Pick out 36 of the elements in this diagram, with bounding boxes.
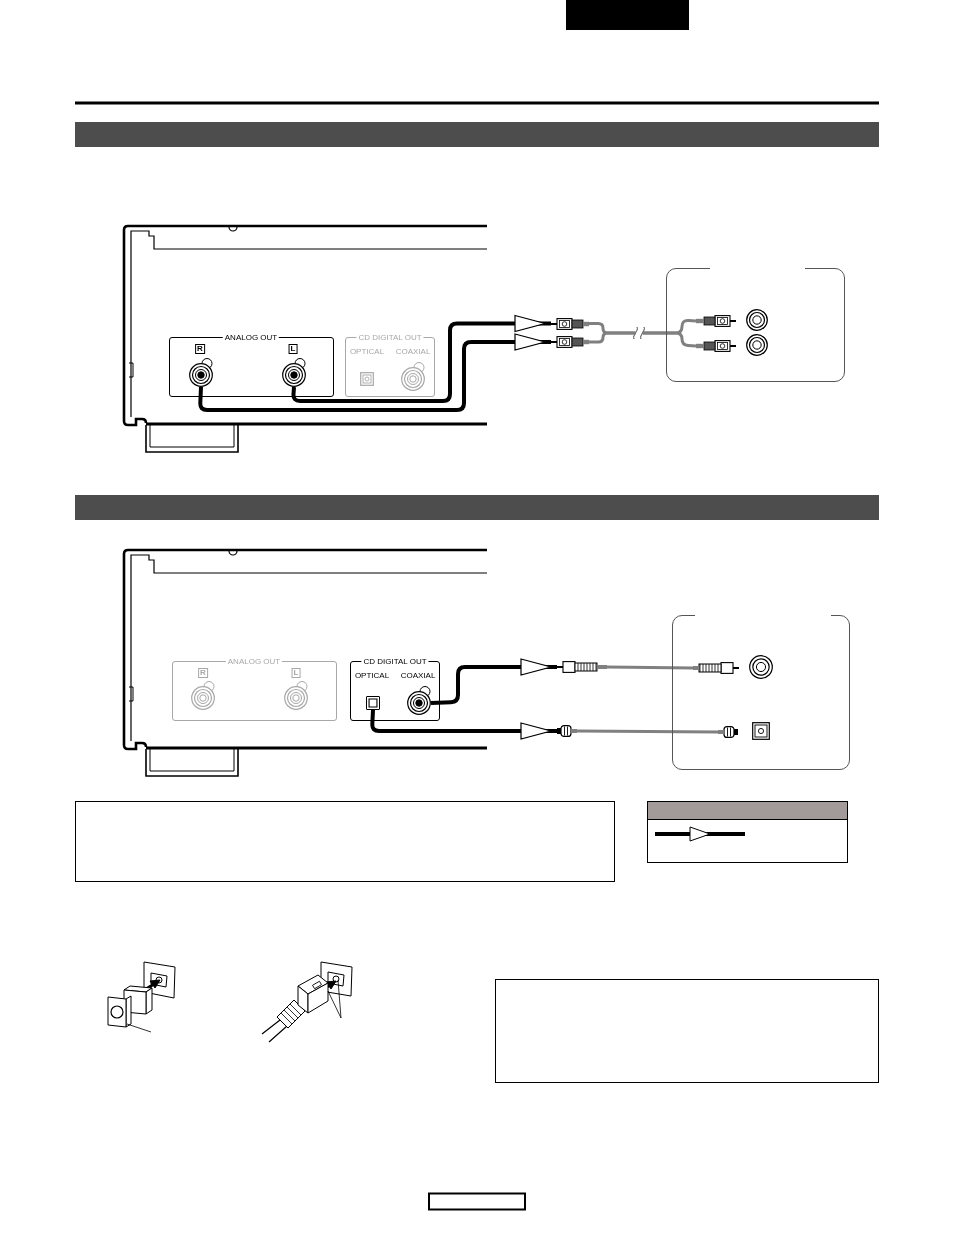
cable-arrow (430, 658, 557, 705)
note-box (495, 979, 879, 1083)
note-box (75, 801, 615, 882)
cable-line (587, 331, 698, 348)
jack-label: COAXIAL (400, 670, 436, 680)
rca-jack-icon (189, 357, 213, 387)
rca-plug-icon (551, 336, 589, 348)
amplifier-panel (672, 615, 850, 770)
jack-label: COAXIAL (395, 346, 431, 356)
optical-plug-icon (557, 725, 577, 737)
cable-line (577, 729, 718, 734)
jack-label: R (195, 344, 205, 354)
cable-line (587, 318, 698, 335)
rca-plug-icon (696, 340, 736, 352)
section-heading-band (75, 122, 879, 147)
section-heading-band (75, 495, 879, 520)
rca-plug-icon (557, 661, 607, 673)
jack-label: L (288, 344, 298, 354)
optical-plug-icon (718, 726, 738, 738)
panel-label: CD DIGITAL OUT (356, 332, 424, 342)
rca-plug-icon (693, 662, 739, 674)
rca-plug-icon (696, 315, 736, 327)
panel-label: ANALOG OUT (225, 656, 283, 666)
amplifier-panel (666, 268, 845, 382)
rca-plug-icon (551, 317, 589, 330)
jack-label: OPTICAL (354, 670, 390, 680)
panel-label: CD DIGITAL OUT (361, 656, 429, 666)
rca-jack-icon (282, 357, 306, 387)
cable-line (607, 665, 693, 670)
panel-label: ANALOG OUT (222, 332, 280, 342)
jack-label: R (198, 668, 208, 678)
rca-jack-icon (407, 685, 431, 715)
jack-label: L (291, 668, 301, 678)
jack-label: OPTICAL (349, 346, 385, 356)
cable-arrow (291, 314, 551, 403)
optical-jack-icon (366, 696, 380, 710)
